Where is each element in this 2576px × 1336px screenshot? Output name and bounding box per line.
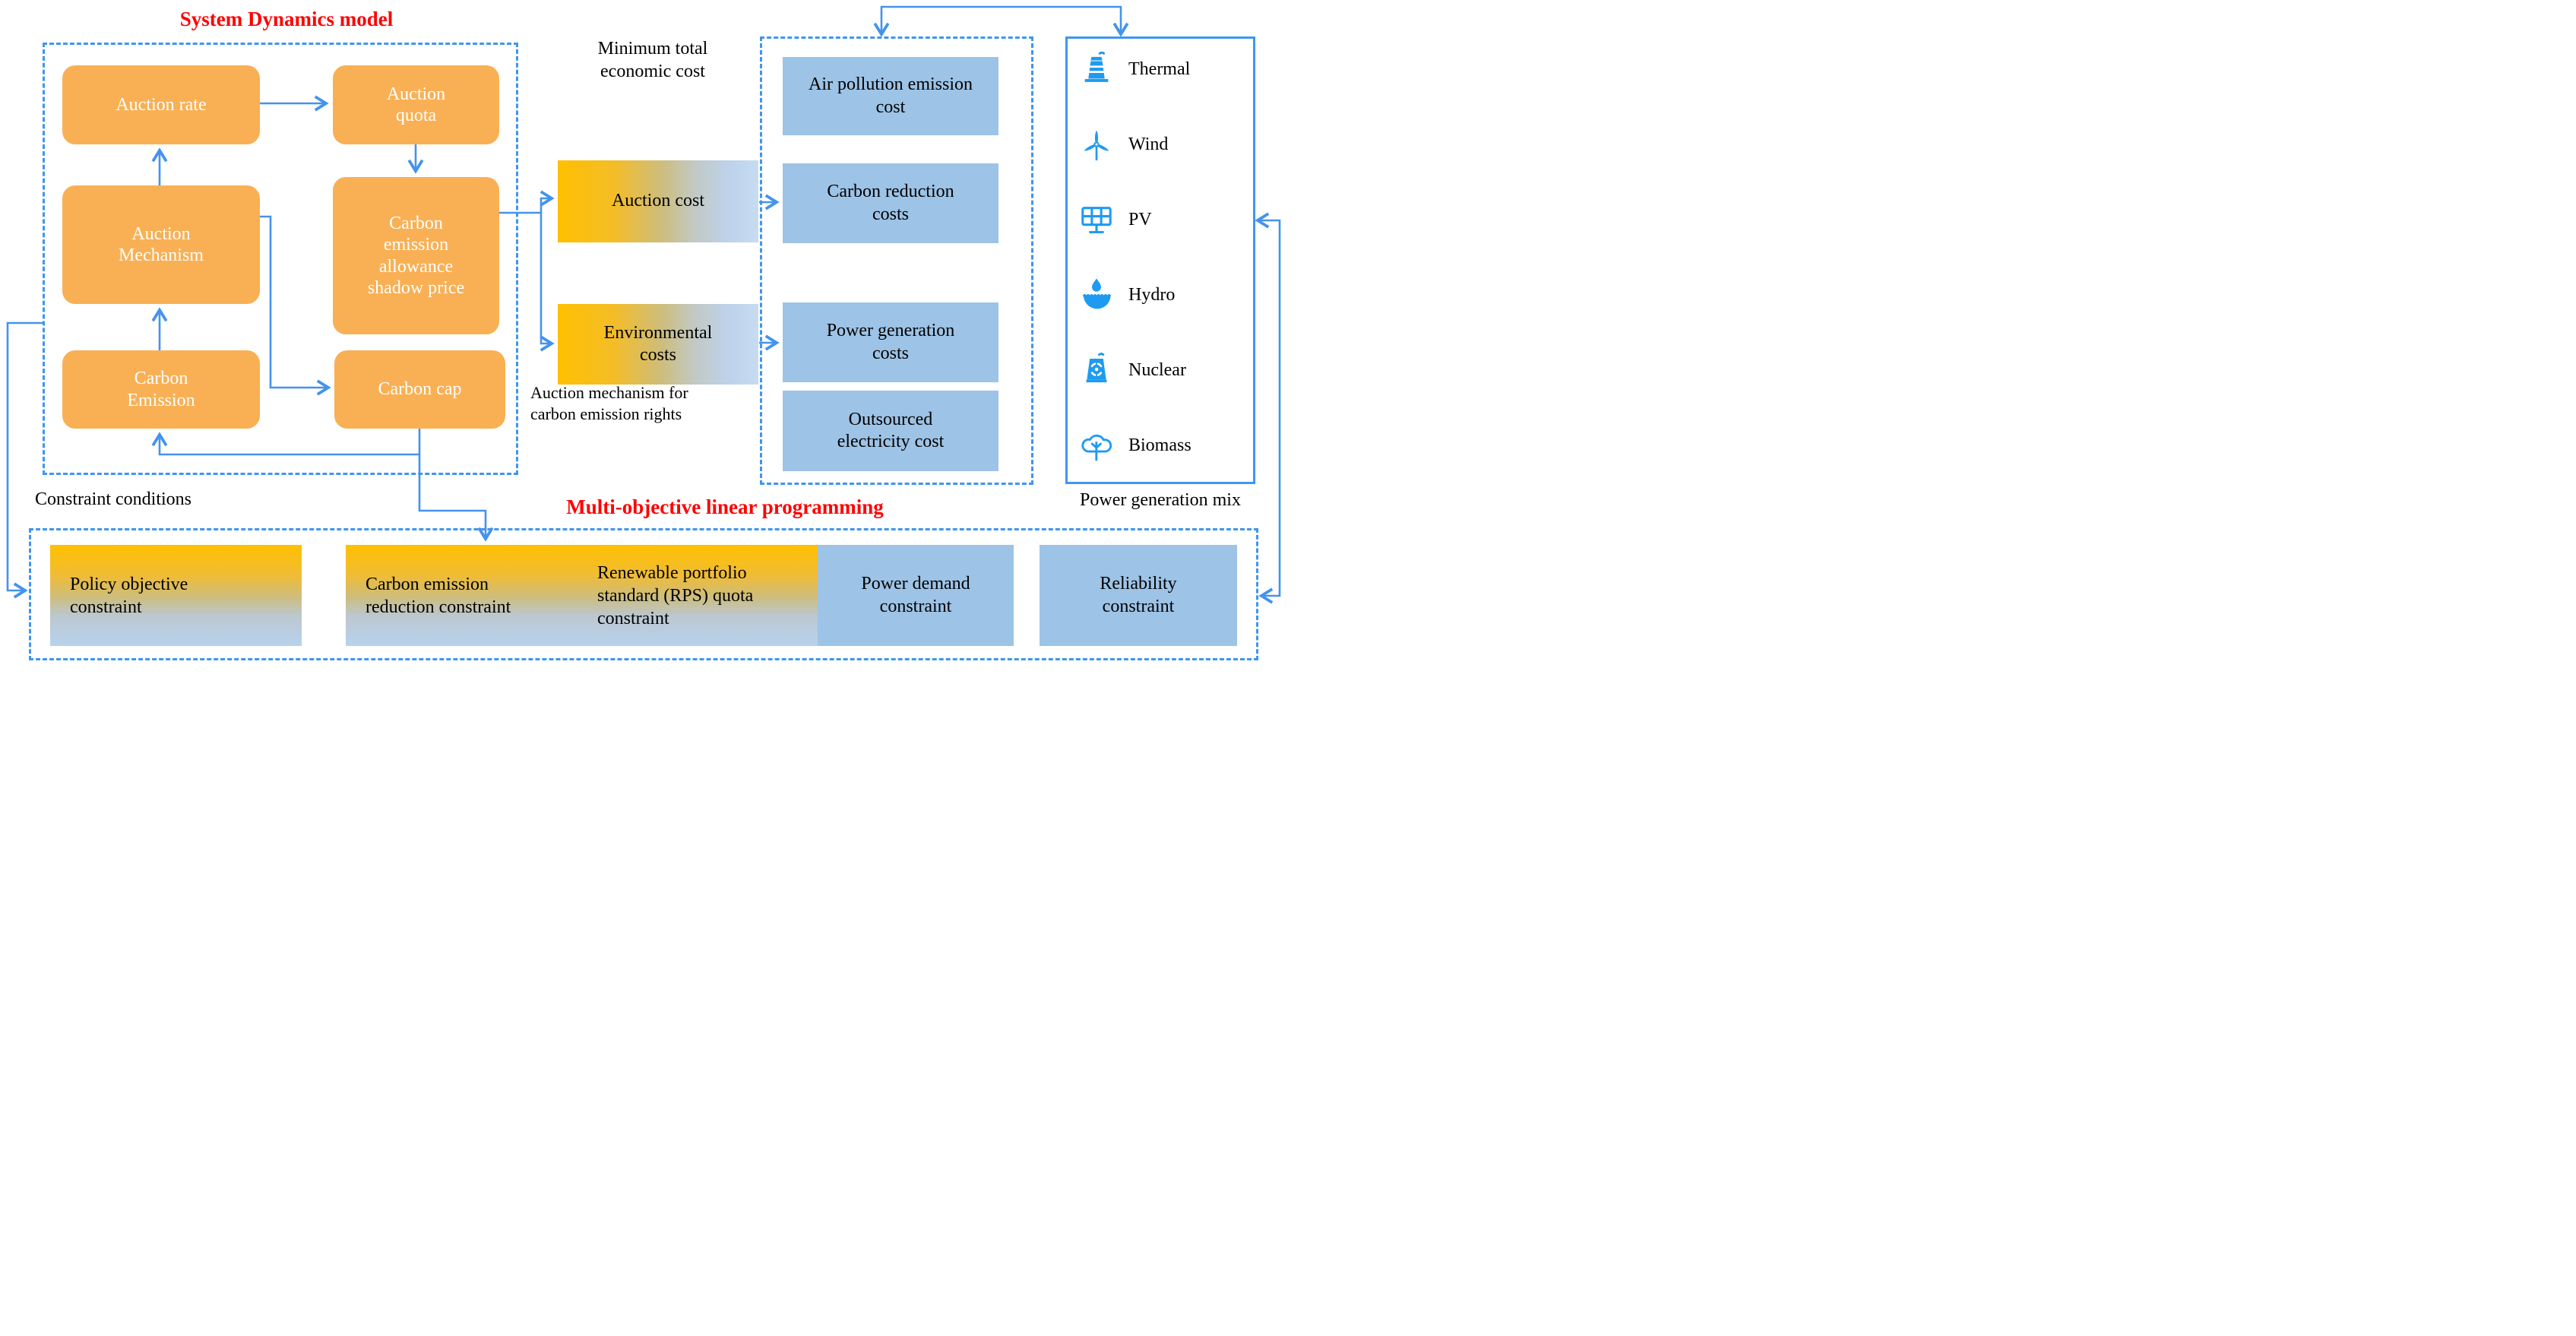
- biomass-icon: [1078, 427, 1115, 464]
- power-mix-panel: Thermal Wind: [1065, 36, 1255, 484]
- box-auction-cost: Auction cost: [558, 160, 758, 242]
- constraint-conditions-label: Constraint conditions: [35, 489, 191, 509]
- power-mix-label: Power generation mix: [1080, 490, 1241, 510]
- thermal-icon: [1078, 51, 1115, 87]
- molp-title: Multi-objective linear programming: [566, 495, 884, 518]
- objectives-panel: [760, 36, 1033, 485]
- mix-row-wind: Wind: [1078, 126, 1253, 163]
- box-policy-objective-constraint: Policy objective constraint: [50, 545, 302, 646]
- hydro-icon: [1078, 277, 1115, 313]
- arrow-shadow-to-auction-cost: [540, 190, 555, 213]
- min-total-cost-label: Minimum total economic cost: [597, 39, 708, 81]
- diagram-canvas: System Dynamics model Multi-objective li…: [0, 0, 1288, 668]
- node-carbon-cap: Carbon cap: [334, 350, 505, 429]
- box-air-pollution-cost: Air pollution emission cost: [783, 57, 998, 135]
- auction-mechanism-note: Auction mechanism for carbon emission ri…: [530, 383, 688, 424]
- nuclear-icon: [1078, 352, 1115, 388]
- node-auction-mechanism: Auction Mechanism: [62, 185, 260, 304]
- system-dynamics-title: System Dynamics model: [179, 8, 394, 30]
- node-auction-quota: Auction quota: [333, 65, 499, 144]
- system-dynamics-panel: [43, 43, 518, 475]
- mix-row-pv: PV: [1078, 201, 1253, 238]
- mix-row-thermal: Thermal: [1078, 51, 1253, 87]
- box-reliability-constraint: Reliability constraint: [1040, 545, 1237, 646]
- node-shadow-price: Carbon emission allowance shadow price: [333, 177, 499, 334]
- box-carbon-reduction-constraint: Carbon emission reduction constraint: [346, 545, 587, 646]
- node-auction-rate: Auction rate: [62, 65, 260, 144]
- box-power-demand-constraint: Power demand constraint: [818, 545, 1014, 646]
- arrow-shadow-to-environmental: [540, 213, 555, 352]
- mix-row-biomass: Biomass: [1078, 427, 1253, 464]
- loop-powermix-objectives-top: [873, 5, 1129, 37]
- node-carbon-emission: Carbon Emission: [62, 350, 260, 429]
- box-outsourced-electricity-cost: Outsourced electricity cost: [783, 391, 998, 471]
- pv-icon: [1078, 201, 1115, 238]
- wind-icon: [1078, 126, 1115, 163]
- box-environmental-costs: Environmental costs: [558, 304, 758, 385]
- mix-row-nuclear: Nuclear: [1078, 352, 1253, 388]
- loop-constraints-powermix-right: [1255, 212, 1281, 604]
- box-carbon-reduction-costs: Carbon reduction costs: [783, 163, 998, 243]
- mix-row-hydro: Hydro: [1078, 277, 1253, 313]
- box-power-generation-costs: Power generation costs: [783, 302, 998, 382]
